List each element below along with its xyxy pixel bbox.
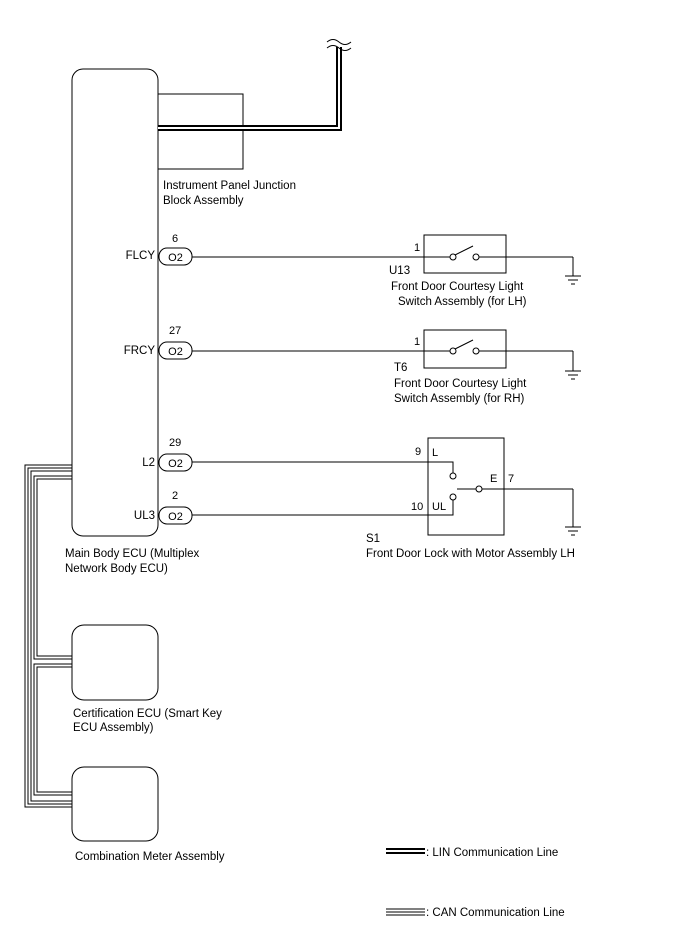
legend-can-label: : CAN Communication Line: [426, 907, 565, 919]
certification-ecu-label-line2: ECU Assembly): [73, 722, 154, 734]
main-body-ecu-label-line1: Main Body ECU (Multiplex: [65, 548, 199, 560]
door-lock-code: S1: [366, 533, 380, 545]
switch-rh: 1 T6 Front Door Courtesy Light Switch As…: [394, 329, 581, 405]
switch-rh-box: [423, 329, 507, 369]
terminal-frcy: 27 FRCY O2: [124, 325, 424, 360]
legend-lin-label: : LIN Communication Line: [426, 847, 558, 859]
terminal-frcy-name: FRCY: [124, 345, 156, 357]
terminal-l2-pin: 29: [169, 437, 181, 449]
switch-rh-code: T6: [394, 362, 407, 374]
junction-block: Instrument Panel Junction Block Assembly: [158, 39, 352, 207]
junction-block-label-line1: Instrument Panel Junction: [163, 180, 296, 192]
combination-meter-label: Combination Meter Assembly: [75, 851, 225, 863]
terminal-ul3-connector-label: O2: [168, 511, 183, 523]
door-lock-motor: 9 L 10 UL E 7 S1 Front Door Lock with Mo…: [366, 437, 581, 560]
door-lock-box: [427, 437, 505, 536]
wire-break-mark: [326, 39, 352, 51]
certification-ecu-label-line1: Certification ECU (Smart Key: [73, 708, 222, 720]
terminal-frcy-connector-label: O2: [168, 346, 183, 358]
certification-ecu-box: [71, 624, 159, 701]
switch-lh-pin: 1: [414, 242, 420, 254]
terminal-flcy-connector-label: O2: [168, 252, 183, 264]
door-lock-pin-e-name: E: [490, 473, 497, 485]
main-body-ecu-box: [71, 68, 159, 537]
terminal-l2: 29 L2 O2: [142, 437, 428, 472]
terminal-flcy-name: FLCY: [126, 250, 156, 262]
terminal-frcy-pin: 27: [169, 325, 181, 337]
main-body-ecu-label-line2: Network Body ECU): [65, 563, 168, 575]
switch-rh-label-line2: Switch Assembly (for RH): [394, 393, 525, 405]
combination-meter-box: [71, 766, 159, 842]
terminal-flcy-pin: 6: [172, 233, 178, 245]
switch-rh-pin: 1: [414, 336, 420, 348]
certification-ecu: Certification ECU (Smart Key ECU Assembl…: [71, 624, 222, 734]
ground-symbol-lh: [565, 275, 581, 285]
terminal-ul3-pin: 2: [172, 490, 178, 502]
switch-lh-label-line1: Front Door Courtesy Light: [391, 281, 524, 293]
door-lock-pin-ul-num: 10: [411, 501, 423, 513]
legend-can-swatch: [386, 908, 425, 916]
terminal-ul3-name: UL3: [134, 510, 155, 522]
terminal-l2-name: L2: [142, 457, 155, 469]
door-lock-pin-l-num: 9: [415, 446, 421, 458]
switch-lh-label-line2: Switch Assembly (for LH): [398, 296, 527, 308]
lin-line-to-junction: [158, 47, 342, 131]
terminal-flcy: 6 FLCY O2: [126, 233, 424, 266]
door-lock-pin-ul-name: UL: [432, 501, 446, 513]
door-lock-pin-l-name: L: [432, 447, 438, 459]
ground-symbol-rh: [565, 370, 581, 380]
switch-lh: 1 U13 Front Door Courtesy Light Switch A…: [389, 234, 581, 308]
main-body-ecu: Main Body ECU (Multiplex Network Body EC…: [65, 68, 199, 575]
junction-block-label-line2: Block Assembly: [163, 195, 244, 207]
can-bus-lines: [24, 464, 72, 808]
terminal-ul3: 2 UL3 O2: [134, 490, 428, 525]
door-lock-label: Front Door Lock with Motor Assembly LH: [366, 548, 575, 560]
door-lock-pin-e-num: 7: [508, 473, 514, 485]
combination-meter: Combination Meter Assembly: [71, 766, 225, 863]
legend: : LIN Communication Line : CAN Communica…: [386, 847, 565, 919]
switch-lh-box: [423, 234, 507, 274]
terminal-l2-connector-label: O2: [168, 458, 183, 470]
switch-lh-code: U13: [389, 265, 410, 277]
switch-rh-label-line1: Front Door Courtesy Light: [394, 378, 527, 390]
ground-symbol-door-lock: [565, 526, 581, 536]
junction-block-box: [158, 93, 244, 170]
